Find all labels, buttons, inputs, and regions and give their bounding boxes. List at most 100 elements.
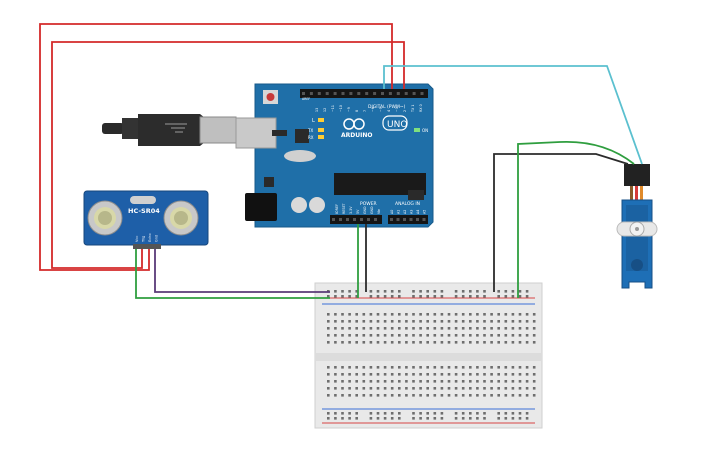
tie-hole[interactable] [327,327,330,330]
rail-hole[interactable] [369,412,373,415]
rail-hole[interactable] [440,295,444,298]
digital-header-pin[interactable] [404,92,408,95]
tie-hole[interactable] [426,327,429,330]
rail-hole[interactable] [461,417,465,420]
tie-hole[interactable] [426,380,429,383]
tie-hole[interactable] [433,387,437,390]
tie-hole[interactable] [440,313,444,316]
rail-hole[interactable] [454,290,458,293]
rail-hole[interactable] [504,290,508,293]
tie-hole[interactable] [405,334,408,337]
tie-hole[interactable] [355,366,358,369]
rail-hole[interactable] [504,412,508,415]
tie-hole[interactable] [497,341,500,344]
tie-hole[interactable] [476,394,479,397]
tie-hole[interactable] [334,341,337,344]
rail-hole[interactable] [348,290,351,293]
rail-hole[interactable] [476,290,479,293]
tie-hole[interactable] [362,387,366,390]
tie-hole[interactable] [376,373,380,376]
tie-hole[interactable] [362,373,366,376]
tie-hole[interactable] [511,327,515,330]
tie-hole[interactable] [398,341,401,344]
rail-hole[interactable] [419,290,422,293]
tie-hole[interactable] [483,334,486,337]
tie-hole[interactable] [440,380,444,383]
power-header-pin[interactable] [339,218,342,221]
tie-hole[interactable] [390,327,394,330]
tie-hole[interactable] [532,380,536,383]
tie-hole[interactable] [497,380,500,383]
tie-hole[interactable] [469,366,472,369]
tie-hole[interactable] [405,341,408,344]
tie-hole[interactable] [398,313,401,316]
analog-header-pin[interactable] [396,218,400,221]
tie-hole[interactable] [461,313,465,316]
tie-hole[interactable] [440,394,444,397]
tie-hole[interactable] [518,366,522,369]
tie-hole[interactable] [341,320,344,323]
tie-hole[interactable] [490,313,493,316]
tie-hole[interactable] [369,387,373,390]
tie-hole[interactable] [490,387,493,390]
rail-hole[interactable] [454,295,458,298]
tie-hole[interactable] [405,313,408,316]
tie-hole[interactable] [341,394,344,397]
rail-hole[interactable] [511,417,515,420]
rail-hole[interactable] [461,295,465,298]
tie-hole[interactable] [518,341,522,344]
tie-hole[interactable] [469,320,472,323]
rail-hole[interactable] [369,295,373,298]
tie-hole[interactable] [461,327,465,330]
tie-hole[interactable] [341,341,344,344]
tie-hole[interactable] [334,394,337,397]
tie-hole[interactable] [369,380,373,383]
tie-hole[interactable] [362,334,366,337]
tie-hole[interactable] [362,341,366,344]
rail-hole[interactable] [469,290,472,293]
tie-hole[interactable] [348,387,351,390]
digital-header-pin[interactable] [357,92,361,95]
tie-hole[interactable] [525,387,529,390]
tie-hole[interactable] [412,394,415,397]
tie-hole[interactable] [369,373,373,376]
rail-hole[interactable] [327,295,330,298]
tie-hole[interactable] [490,327,493,330]
tie-hole[interactable] [440,327,444,330]
tie-hole[interactable] [369,394,373,397]
tie-hole[interactable] [497,313,500,316]
analog-header-pin[interactable] [403,218,406,221]
tie-hole[interactable] [497,366,500,369]
tie-hole[interactable] [483,394,486,397]
power-header-pin[interactable] [374,218,377,221]
tie-hole[interactable] [327,334,330,337]
power-header-pin[interactable] [346,218,349,221]
tie-hole[interactable] [469,313,472,316]
tie-hole[interactable] [412,380,415,383]
tie-hole[interactable] [518,320,522,323]
tie-hole[interactable] [469,334,472,337]
tie-hole[interactable] [511,313,515,316]
tie-hole[interactable] [390,313,394,316]
tie-hole[interactable] [476,313,479,316]
tie-hole[interactable] [461,341,465,344]
tie-hole[interactable] [355,394,358,397]
tie-hole[interactable] [469,327,472,330]
tie-hole[interactable] [447,394,451,397]
rail-hole[interactable] [348,417,351,420]
rail-hole[interactable] [334,290,337,293]
rail-hole[interactable] [390,417,394,420]
rail-hole[interactable] [476,417,479,420]
tie-hole[interactable] [390,387,394,390]
tie-hole[interactable] [433,320,437,323]
tie-hole[interactable] [419,334,422,337]
tie-hole[interactable] [490,366,493,369]
tie-hole[interactable] [532,373,536,376]
tie-hole[interactable] [398,387,401,390]
tie-hole[interactable] [383,366,387,369]
rail-hole[interactable] [454,417,458,420]
tie-hole[interactable] [376,387,380,390]
rail-hole[interactable] [469,417,472,420]
tie-hole[interactable] [376,320,380,323]
tie-hole[interactable] [469,387,472,390]
